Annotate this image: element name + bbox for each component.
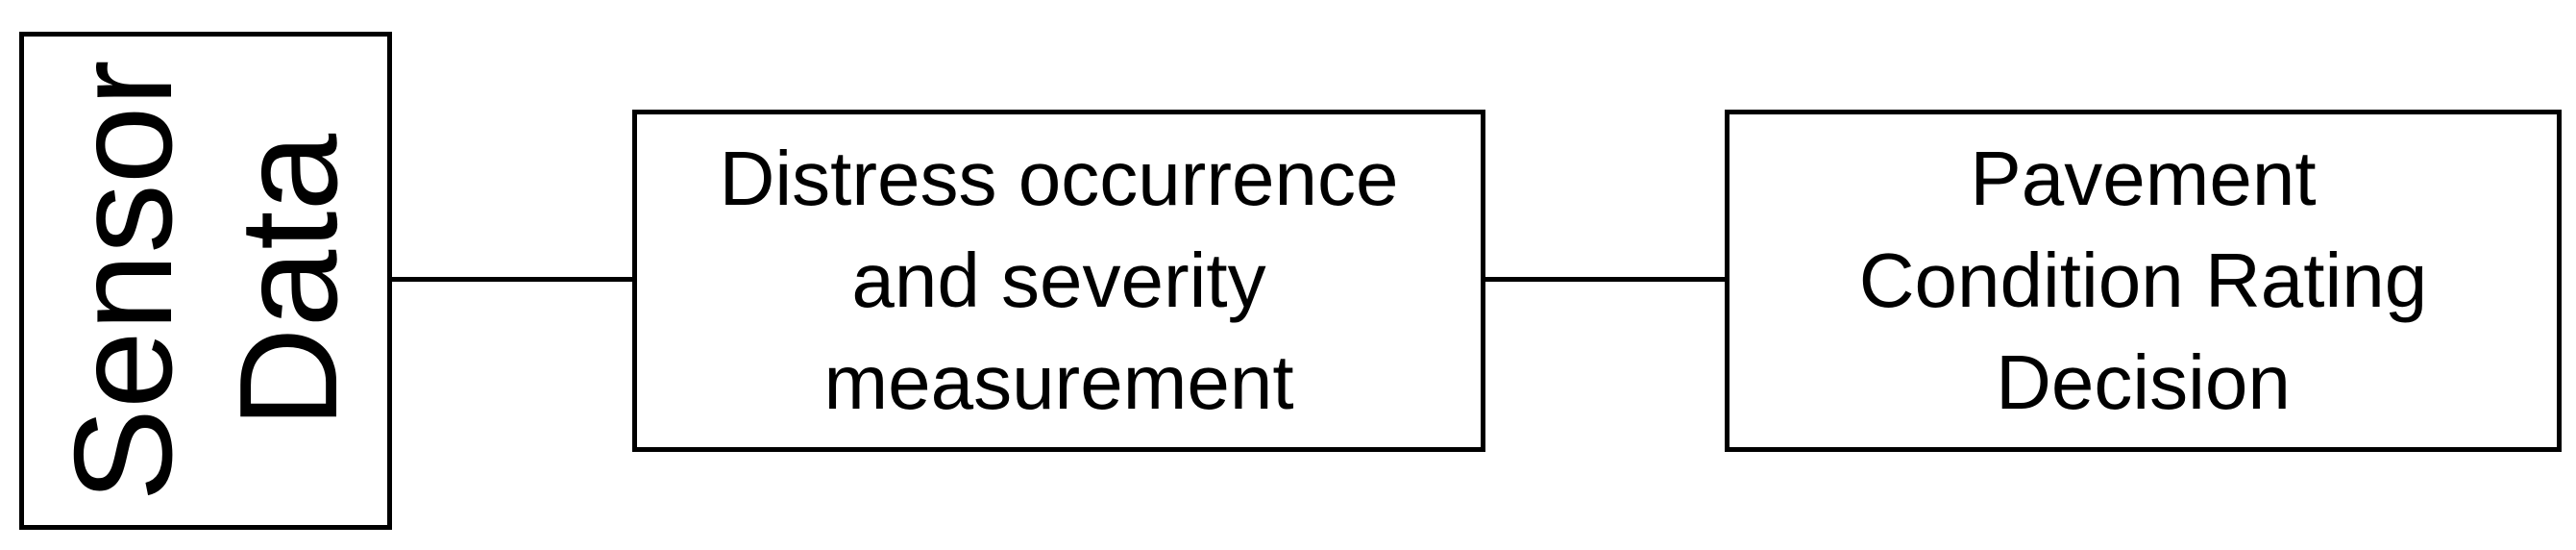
- sensor-data-line-1: Sensor: [45, 60, 201, 502]
- distress-line-2: and severity: [851, 238, 1266, 323]
- sensor-data-box: Sensor Data: [19, 32, 392, 530]
- condition-rating-label: Pavement Condition Rating Decision: [1730, 114, 2557, 447]
- rating-line-2: Condition Rating: [1858, 238, 2428, 323]
- connector-sensor-to-distress: [392, 277, 632, 282]
- distress-line-1: Distress occurrence: [719, 136, 1399, 221]
- distress-measurement-label: Distress occurrence and severity measure…: [637, 114, 1481, 447]
- distress-line-3: measurement: [823, 339, 1294, 425]
- rating-line-1: Pavement: [1970, 136, 2317, 221]
- distress-measurement-box: Distress occurrence and severity measure…: [632, 110, 1485, 452]
- sensor-data-label: Sensor Data: [23, 40, 388, 521]
- condition-rating-box: Pavement Condition Rating Decision: [1725, 110, 2562, 452]
- connector-distress-to-rating: [1485, 277, 1725, 282]
- sensor-data-line-2: Data: [210, 133, 366, 429]
- rating-line-3: Decision: [1996, 339, 2291, 425]
